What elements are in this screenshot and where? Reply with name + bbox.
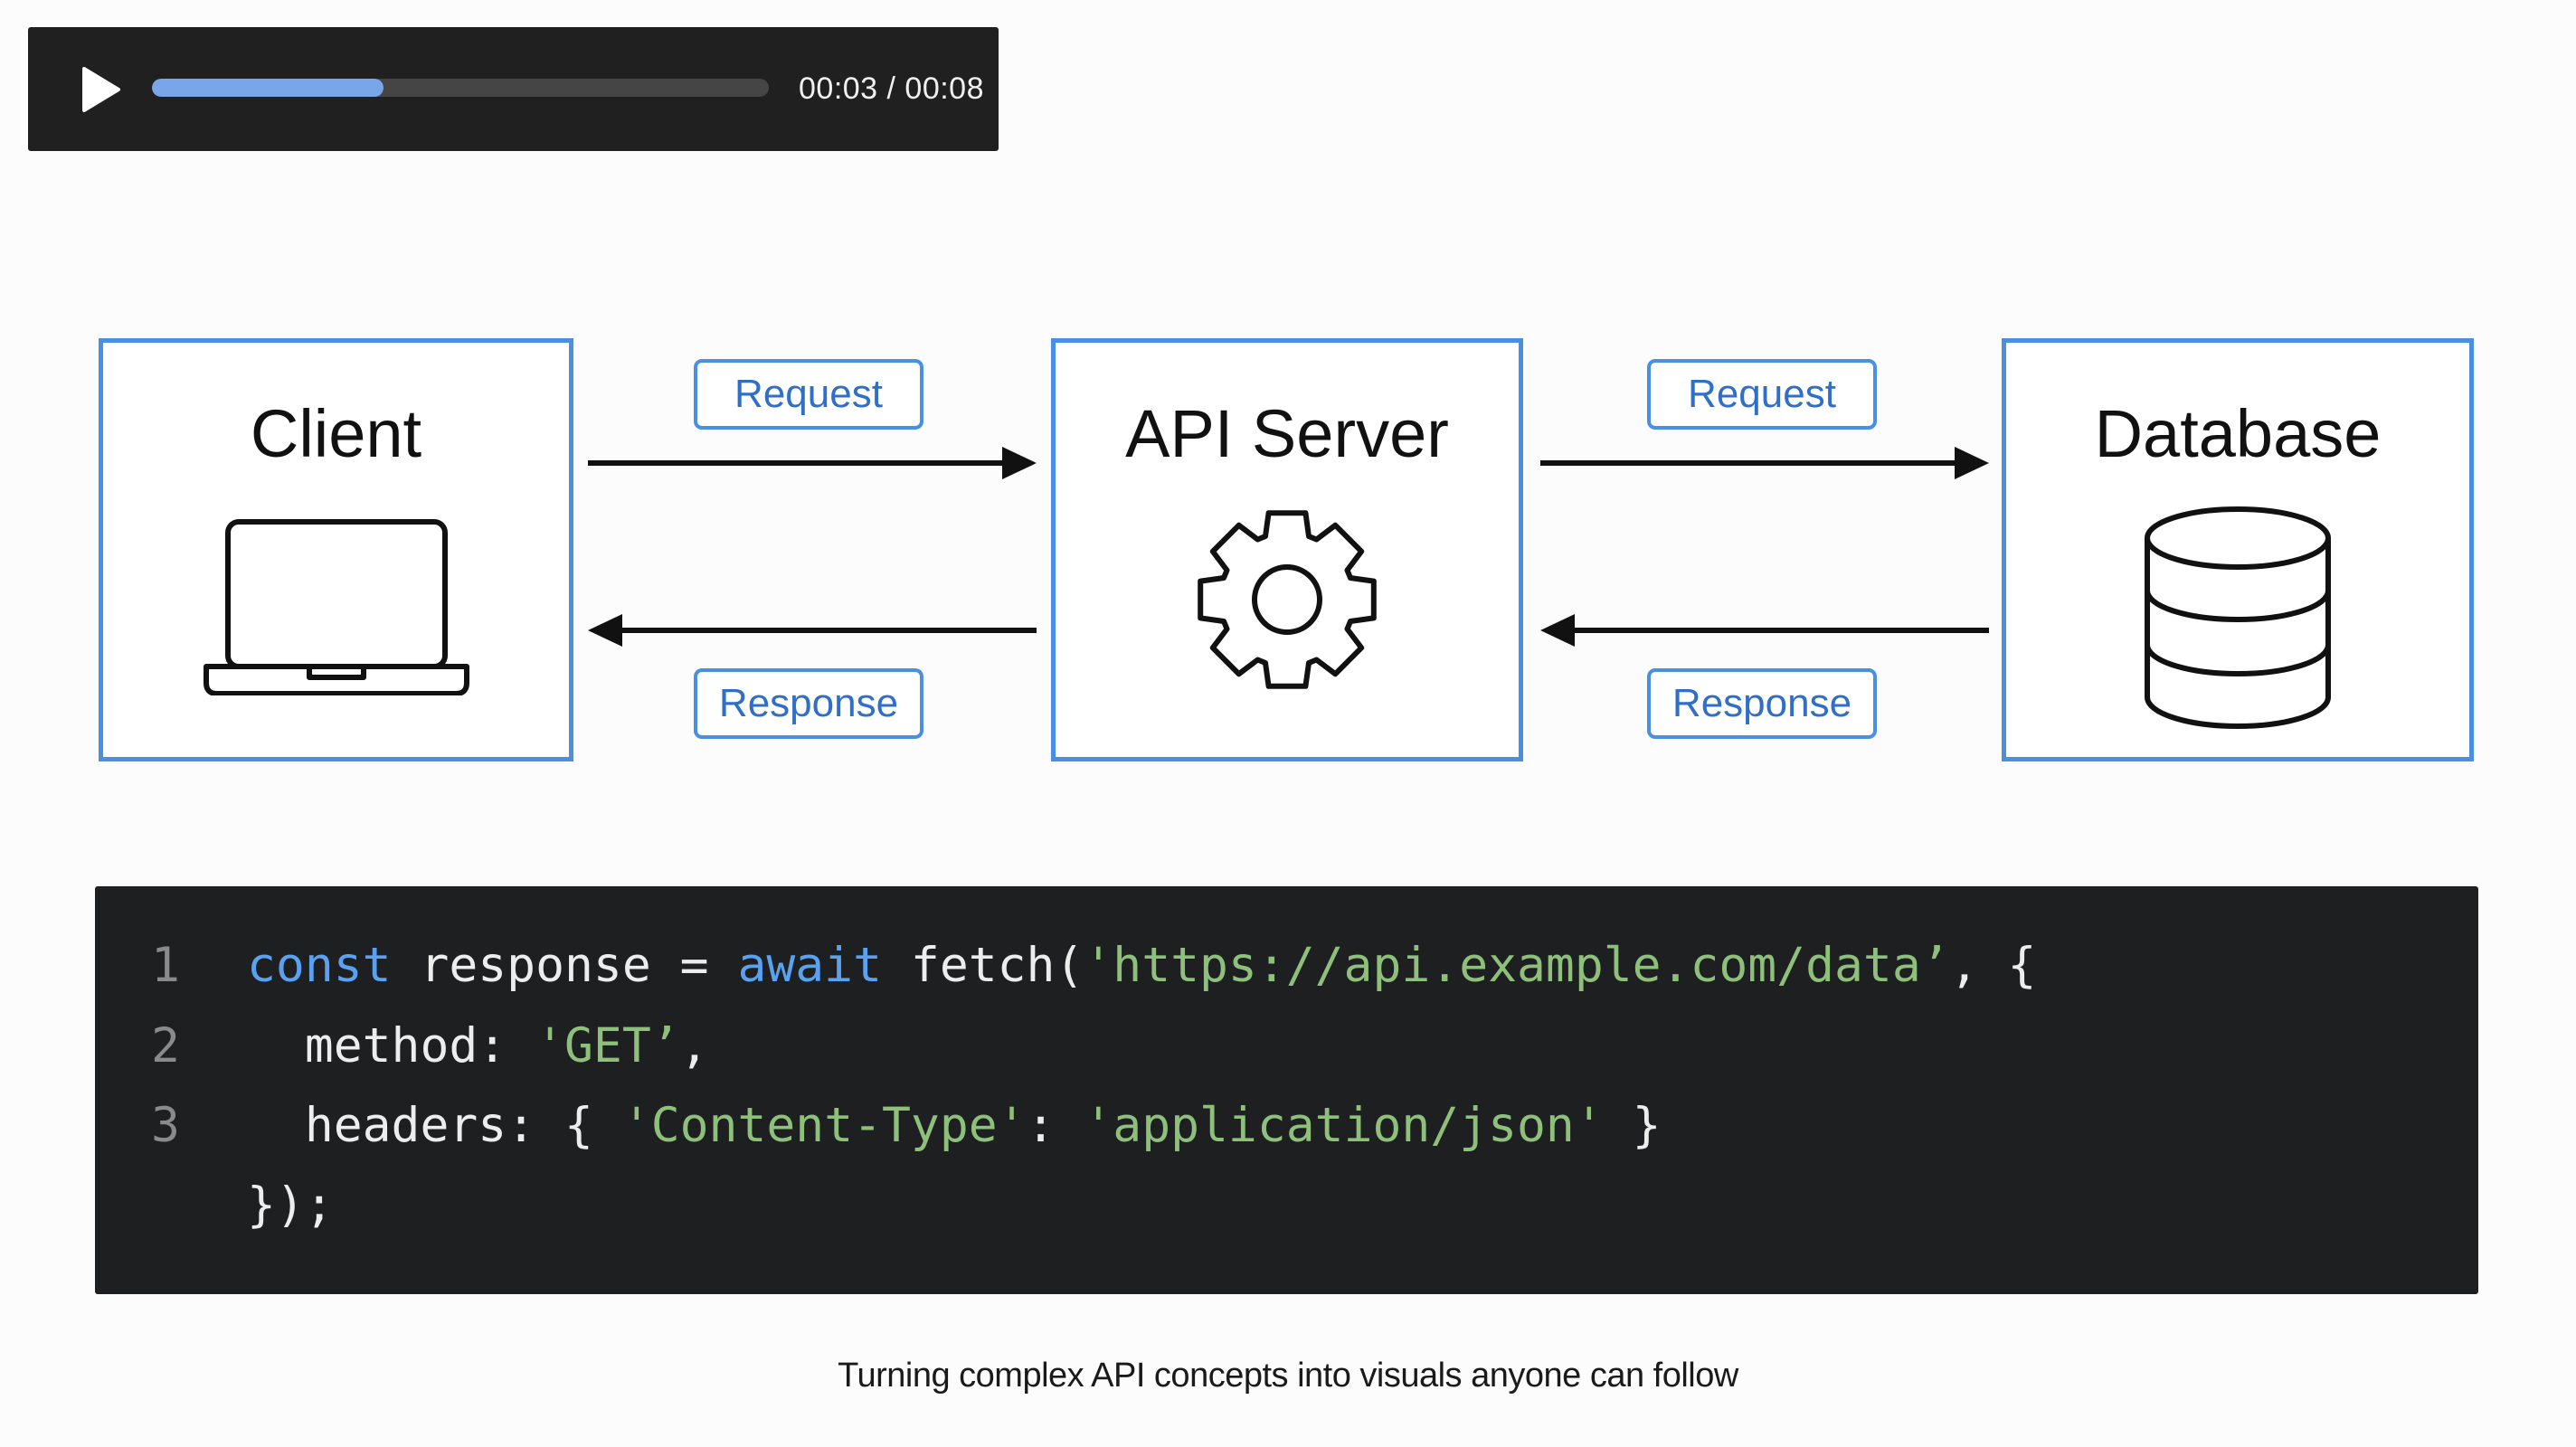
code-token: : xyxy=(1026,1098,1084,1153)
api-server-title: API Server xyxy=(1125,396,1449,471)
line-number: 1 xyxy=(151,938,180,993)
code-token: , { xyxy=(1949,938,2037,993)
code-token: 'https://api.example.com/data’ xyxy=(1084,938,1950,993)
code-token: headers: { xyxy=(247,1098,622,1153)
client-title: Client xyxy=(250,396,422,471)
database-icon xyxy=(2138,506,2337,736)
request-label-1: Request xyxy=(694,359,923,430)
caption: Turning complex API concepts into visual… xyxy=(838,1357,1738,1395)
play-icon xyxy=(82,67,120,112)
progress-fill xyxy=(152,79,384,97)
code-token: const xyxy=(247,938,392,993)
gear-hole xyxy=(1252,564,1322,635)
response-label-1: Response xyxy=(694,668,923,739)
response-arrow-api-to-client xyxy=(586,610,1038,650)
code-text: const response = await fetch('https://ap… xyxy=(247,930,2036,1002)
client-node: Client xyxy=(99,338,573,761)
gear-outline xyxy=(1198,510,1377,689)
code-block: 1 const response = await fetch('https://a… xyxy=(95,886,2478,1294)
database-node: Database xyxy=(2002,338,2474,761)
request-arrow-api-to-database xyxy=(1539,443,1991,483)
progress-bar[interactable] xyxy=(152,79,769,97)
database-title: Database xyxy=(2094,396,2382,471)
code-text: }); xyxy=(247,1169,334,1242)
code-token: }); xyxy=(247,1177,334,1233)
code-token: 'application/json' xyxy=(1084,1098,1604,1153)
gear-icon xyxy=(1188,500,1387,704)
video-player: 00:03 / 00:08 xyxy=(28,27,999,151)
response-arrow-database-to-api xyxy=(1539,610,1991,650)
request-label-2: Request xyxy=(1647,359,1877,430)
code-token: 'GET’ xyxy=(535,1018,680,1073)
request-arrow-client-to-api xyxy=(586,443,1038,483)
time-readout: 00:03 / 00:08 xyxy=(799,71,985,106)
code-token: await xyxy=(737,938,882,993)
code-token: method: xyxy=(247,1018,536,1073)
code-token: } xyxy=(1603,1098,1662,1153)
response-label-2: Response xyxy=(1647,668,1877,739)
laptop-icon xyxy=(201,515,472,700)
code-token: 'Content-Type' xyxy=(621,1098,1027,1153)
code-token: , xyxy=(679,1018,709,1073)
code-token: fetch( xyxy=(882,938,1084,993)
code-text: headers: { 'Content-Type': 'application/… xyxy=(247,1090,1662,1162)
line-number: 3 xyxy=(151,1098,180,1153)
code-text: method: 'GET’, xyxy=(247,1010,709,1083)
code-token: response = xyxy=(391,938,738,993)
play-button[interactable] xyxy=(70,60,129,119)
line-number: 2 xyxy=(151,1018,180,1073)
api-server-node: API Server xyxy=(1051,338,1523,761)
